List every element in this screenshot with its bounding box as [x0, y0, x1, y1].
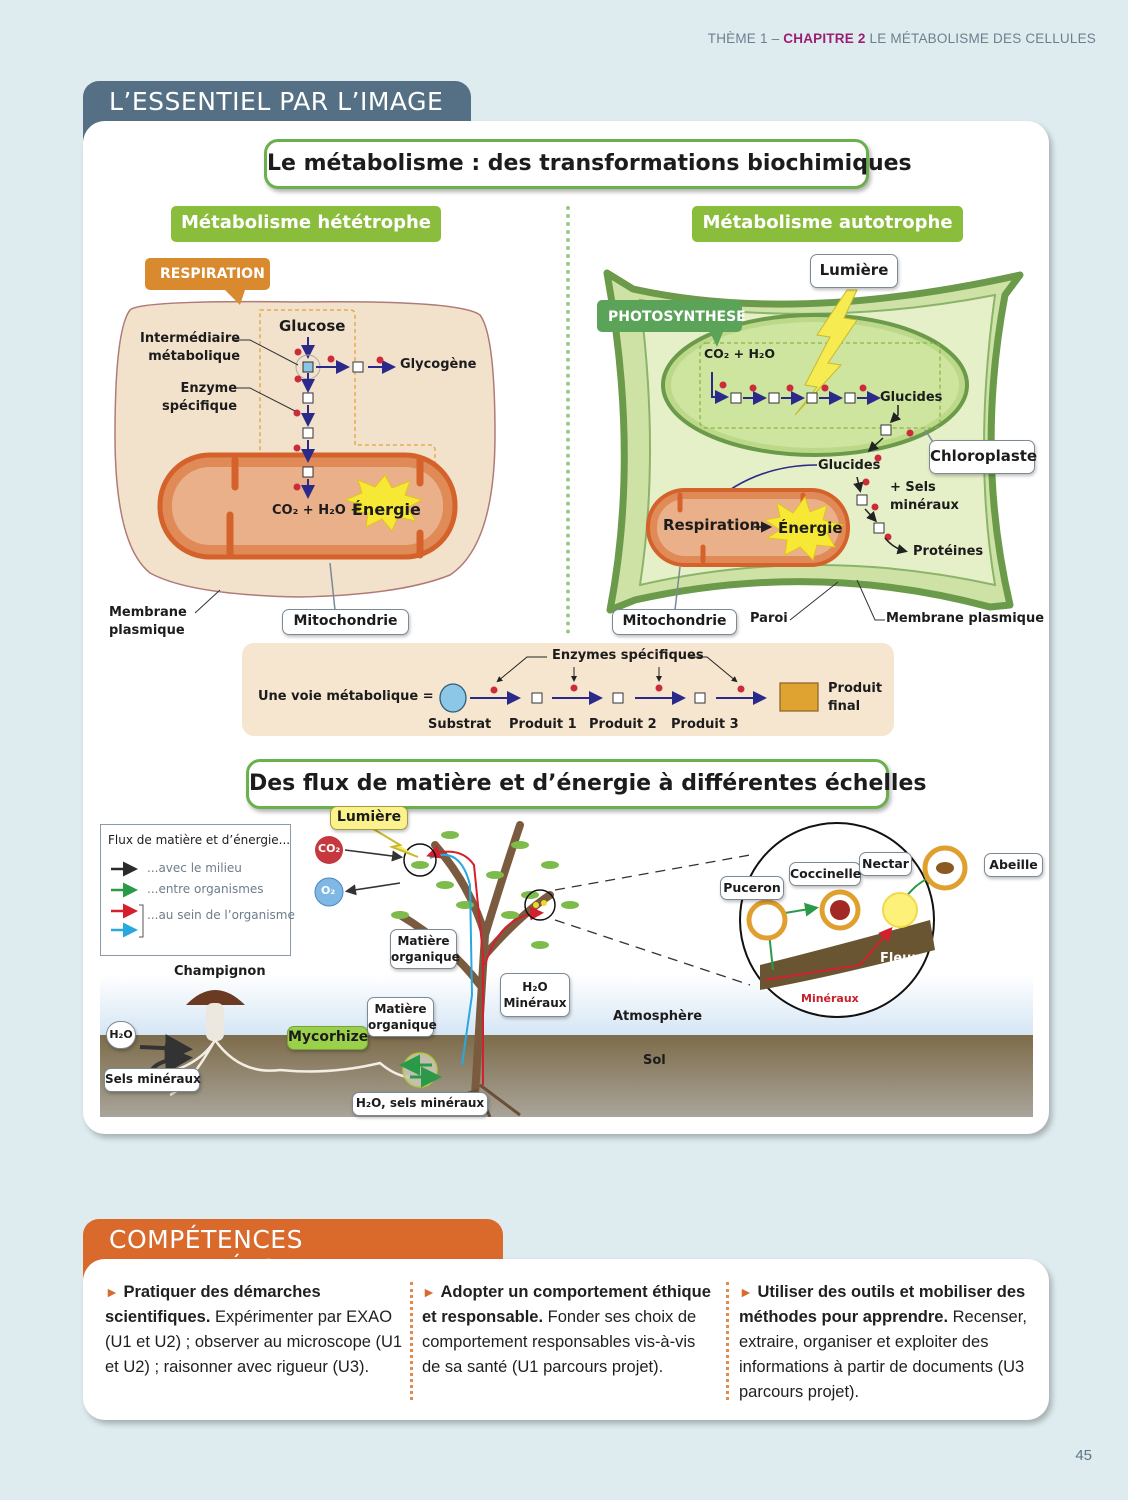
mineraux-label: Minéraux: [801, 992, 859, 1005]
photosynthesis-reactants: CO₂ + H₂O: [704, 346, 776, 361]
puceron-callout: Puceron: [720, 876, 784, 900]
competence-2-title: Adopter un comportement éthique et respo…: [422, 1283, 711, 1326]
champignon-label: Champignon: [174, 964, 266, 979]
step-produit-1: Produit 1: [509, 717, 577, 732]
competences-card: [83, 1259, 1049, 1420]
membrane-label: Membrane plasmique: [109, 605, 187, 638]
running-head-title: LE MÉTABOLISME DES CELLULES: [865, 31, 1096, 46]
step-produit-3: Produit 3: [671, 717, 739, 732]
fleur-label: Fleur: [880, 951, 918, 966]
competence-divider-2: [726, 1282, 729, 1400]
membrane-plasmique-label: Membrane plasmique: [886, 611, 1045, 626]
heterotrophe-label: Métabolisme hététrophe: [171, 206, 441, 242]
step-produit-2: Produit 2: [589, 717, 657, 732]
lumiere-tag: Lumière: [330, 806, 408, 830]
running-head-theme: THÈME 1 –: [707, 31, 784, 46]
competence-column-2: ► Adopter un comportement éthique et res…: [422, 1280, 712, 1380]
flux-title: Des flux de matière et d’énergie à diffé…: [246, 759, 927, 809]
bullet-arrow-icon: ►: [739, 1284, 753, 1300]
lumiere-callout: Lumière: [810, 254, 898, 288]
legend-title: Flux de matière et d’énergie...: [108, 833, 291, 847]
heterotrophe-cell-diagram: [114, 255, 496, 614]
nectar-callout: Nectar: [859, 852, 912, 876]
competence-column-3: ► Utiliser des outils et mobiliser des m…: [739, 1280, 1034, 1405]
bullet-arrow-icon: ►: [105, 1284, 119, 1300]
puceron-icon: [746, 899, 788, 941]
co2-icon: [315, 836, 343, 864]
coccinelle-callout: Coccinelle: [789, 862, 861, 886]
flux-legend: Flux de matière et d’énergie... ...avec …: [100, 824, 295, 956]
soil-layer: [100, 1035, 1033, 1117]
competence-divider-1: [410, 1282, 413, 1400]
legend-item-organisme: ...au sein de l’organisme: [147, 908, 295, 922]
mushroom-icon: [159, 990, 421, 1097]
mitochondrie-callout-2: Mitochondrie: [612, 609, 737, 635]
competence-1-text: Expérimenter par EXAO (U1 et U2) ; obser…: [105, 1308, 403, 1376]
o2-label: O₂: [321, 884, 336, 897]
energy-burst-icon: [343, 474, 424, 532]
sol-label: Sol: [643, 1053, 666, 1068]
glucides-label-1: Glucides: [880, 390, 943, 405]
metabolism-title: Le métabolisme : des transformations bio…: [264, 139, 912, 189]
abeille-callout: Abeille: [984, 853, 1043, 877]
co2-label: CO₂: [318, 842, 341, 855]
respiration-badge-label: RESPIRATION: [160, 266, 265, 282]
step-substrat: Substrat: [428, 717, 492, 732]
legend-item-organismes: ...entre organismes: [147, 882, 264, 896]
legend-item-milieu: ...avec le milieu: [147, 861, 242, 875]
produit-final-icon: [779, 682, 819, 712]
competence-3-text: Recenser, extraire, organiser et exploit…: [739, 1308, 1027, 1401]
bullet-arrow-icon: ►: [422, 1284, 436, 1300]
respiration-badge: [145, 258, 270, 290]
o2-icon: [314, 877, 344, 907]
substrat-icon: [439, 683, 467, 713]
enzymes-label: Enzymes spécifiques: [552, 648, 704, 663]
column-divider: [566, 206, 570, 634]
intermediate-label: Intermédiaire métabolique: [140, 331, 241, 364]
enzyme-label: Enzyme spécifique: [162, 381, 238, 414]
matiere-organique-tree-callout: Matière organique: [390, 929, 460, 969]
respiration-label: Respiration: [663, 516, 761, 534]
paroi-label: Paroi: [750, 611, 788, 626]
photosynthese-badge: [597, 300, 742, 332]
glycogene-label: Glycogène: [400, 357, 477, 372]
legend-arrows: [111, 861, 144, 938]
produit-final-label: Produit final: [828, 681, 883, 714]
metabolic-pathway-diagram: [439, 656, 819, 713]
lightning-icon: [794, 289, 858, 416]
h2o-sels-callout: H₂O, sels minéraux: [352, 1092, 488, 1116]
fleur-icon: [882, 892, 918, 928]
mitochondrie-callout: Mitochondrie: [282, 609, 409, 635]
matiere-organique-root-callout: Matière organique: [367, 997, 437, 1037]
chloroplaste-callout: Chloroplaste: [929, 440, 1037, 474]
sels-mineraux-callout: Sels minéraux: [104, 1068, 201, 1092]
running-head: THÈME 1 – CHAPITRE 2 LE MÉTABOLISME DES …: [708, 31, 1096, 46]
competence-2-text: Fonder ses choix de comportement respons…: [422, 1308, 697, 1376]
energy-label-2: Énergie: [778, 519, 843, 537]
photosynthese-badge-label: PHOTOSYNTHESE: [608, 309, 746, 325]
competence-column-1: ► Pratiquer des démarches scientifiques.…: [105, 1280, 405, 1380]
running-head-chapter: CHAPITRE 2: [783, 31, 866, 46]
mycorhize-tag: Mycorhize: [287, 1026, 368, 1050]
respiration-products: CO₂ + H₂O +: [272, 503, 362, 518]
sels-mineraux-label: + Sels minéraux: [890, 480, 959, 513]
energy-label: Énergie: [352, 500, 421, 519]
competence-1-title: Pratiquer des démarches scientifiques.: [105, 1283, 321, 1326]
pathway-label: Une voie métabolique =: [258, 689, 434, 704]
energy-burst-icon-2: [763, 495, 845, 561]
autotrophe-label: Métabolisme autotrophe: [692, 206, 963, 242]
glucides-label-2: Glucides: [818, 458, 881, 473]
competence-3-title: Utiliser des outils et mobiliser des mét…: [739, 1283, 1026, 1326]
proteines-label: Protéines: [913, 544, 984, 559]
glucose-label: Glucose: [279, 317, 346, 335]
page-number: 45: [1075, 1447, 1092, 1464]
autotrophe-cell-diagram: [597, 269, 1024, 621]
h2o-mineraux-callout: H₂O Minéraux: [500, 973, 570, 1017]
atmosphere-label: Atmosphère: [613, 1009, 703, 1024]
h2o-bubble: H₂O: [106, 1021, 136, 1049]
